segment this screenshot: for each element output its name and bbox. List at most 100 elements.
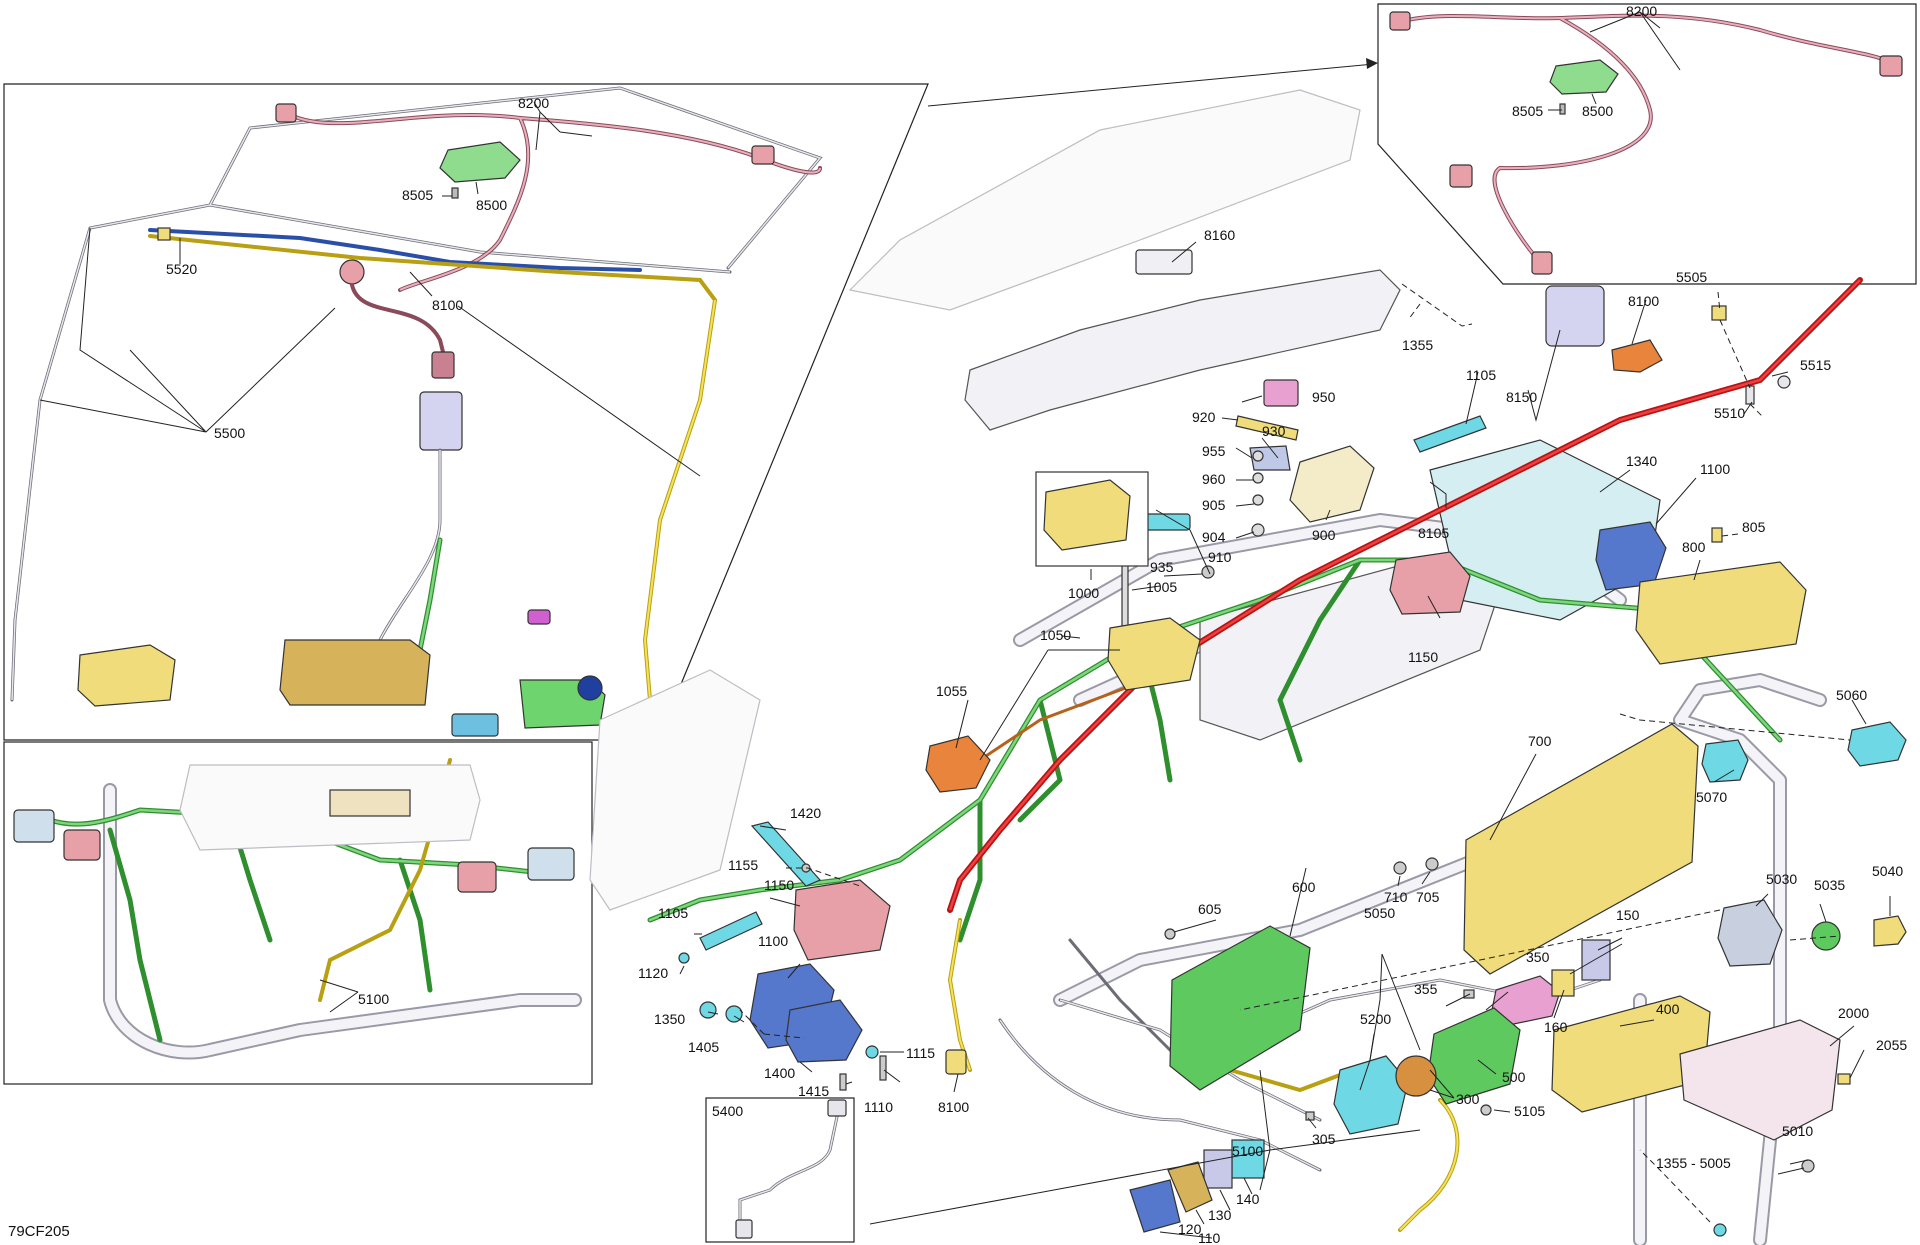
- part-110: [1129, 1179, 1181, 1233]
- front-harness-inset: [13, 758, 582, 1060]
- callout-905: 905: [1202, 497, 1226, 513]
- callout-8200-tr: 8200: [1626, 3, 1657, 19]
- callout-1155: 1155: [728, 857, 758, 873]
- part-305: [1305, 1111, 1315, 1121]
- callout-1355-top: 1355: [1402, 337, 1433, 353]
- part-8100-main: [945, 1049, 967, 1075]
- callout-8100-inset1: 8100: [432, 297, 463, 313]
- callout-920: 920: [1192, 409, 1216, 425]
- tr-connector-d: [1531, 251, 1553, 275]
- callout-labels: 8200 8505 8500 5520 8100 5500 8200 8505 …: [8, 3, 1907, 1245]
- callout-8505-tr: 8505: [1512, 103, 1543, 119]
- part-900: [1289, 445, 1375, 523]
- callout-1120: 1120: [638, 965, 668, 981]
- roof-brown-panel: [279, 639, 431, 706]
- drawing-code: 79CF205: [8, 1223, 70, 1240]
- module-8500-tr: [1549, 59, 1619, 95]
- part-705: [1425, 857, 1439, 871]
- callout-5035: 5035: [1814, 877, 1845, 893]
- inset-top-right-frame: [1377, 3, 1917, 285]
- callout-1115: 1115: [906, 1045, 935, 1061]
- callout-1105-top: 1105: [1466, 367, 1496, 383]
- connector-8100-roof: [431, 351, 455, 379]
- part-140: [1231, 1139, 1265, 1179]
- part-300: [1395, 1055, 1437, 1097]
- callout-8500-inset1: 8500: [476, 197, 507, 213]
- roof-harness-inset: [10, 86, 823, 737]
- part-1150-main: [793, 879, 891, 961]
- callout-1100-top: 1100: [1700, 461, 1730, 477]
- tr-connector-a: [1389, 11, 1411, 31]
- callout-1150-top: 1150: [1408, 649, 1438, 665]
- part-160: [1551, 969, 1575, 997]
- callout-120: 120: [1178, 1221, 1202, 1237]
- callout-5050: 5050: [1364, 905, 1395, 921]
- callout-8100-main-bottom: 8100: [938, 1099, 969, 1115]
- callout-5070: 5070: [1696, 789, 1727, 805]
- part-905: [1252, 494, 1264, 506]
- callout-2000: 2000: [1838, 1005, 1869, 1021]
- part-5040: [1873, 915, 1907, 947]
- inset-5400-frame: [705, 1097, 855, 1243]
- callout-605: 605: [1198, 901, 1222, 917]
- callout-1415: 1415: [798, 1083, 829, 1099]
- part-1415: [839, 1073, 847, 1091]
- part-1120: [678, 952, 690, 964]
- part-5105: [1480, 1104, 1492, 1116]
- callout-5500: 5500: [214, 425, 245, 441]
- callout-305: 305: [1312, 1131, 1336, 1147]
- callout-140: 140: [1236, 1191, 1260, 1207]
- front-connector-pink-l: [63, 829, 101, 861]
- callout-8160: 8160: [1204, 227, 1235, 243]
- callout-350: 350: [1526, 949, 1550, 965]
- part-1050: [1107, 617, 1201, 691]
- part-710: [1393, 861, 1407, 875]
- fastener-8505-roof: [451, 187, 459, 199]
- front-inset-tan-block: [329, 789, 411, 817]
- callout-5520: 5520: [166, 261, 197, 277]
- part-1000: [1043, 479, 1131, 551]
- part-700: [1463, 723, 1699, 975]
- tr-connector-c: [1449, 164, 1473, 188]
- callout-5100-inset: 5100: [358, 991, 389, 1007]
- callout-1405: 1405: [688, 1039, 719, 1055]
- roof-magenta-connector: [527, 609, 551, 625]
- roof-connector-right: [751, 145, 775, 165]
- callout-1400: 1400: [764, 1065, 795, 1081]
- callout-8150: 8150: [1506, 389, 1537, 405]
- dash-beam: [964, 269, 1401, 431]
- part-600: [1169, 925, 1311, 1091]
- callout-5515: 5515: [1800, 357, 1831, 373]
- part-5070: [1701, 739, 1749, 783]
- front-connector-teal-r: [527, 847, 575, 881]
- callout-600: 600: [1292, 879, 1316, 895]
- callout-5505: 5505: [1676, 269, 1707, 285]
- part-2055: [1837, 1073, 1851, 1085]
- callout-805: 805: [1742, 519, 1766, 535]
- callout-300: 300: [1456, 1091, 1480, 1107]
- callout-1420: 1420: [790, 805, 821, 821]
- part-950: [1263, 379, 1299, 407]
- roof-module-lavender: [419, 391, 463, 451]
- main-assembly: [589, 89, 1863, 1245]
- part-5060: [1847, 721, 1907, 767]
- dash-ghost-top: [848, 89, 1361, 311]
- callout-5200: 5200: [1360, 1011, 1391, 1027]
- callout-900: 900: [1312, 527, 1336, 543]
- callout-500: 500: [1502, 1069, 1526, 1085]
- callout-8505-inset1: 8505: [402, 187, 433, 203]
- part-5200: [1333, 1055, 1409, 1135]
- part-1115: [865, 1045, 879, 1059]
- callout-1005: 1005: [1146, 579, 1177, 595]
- callout-5510: 5510: [1714, 405, 1745, 421]
- part-1055: [925, 735, 991, 793]
- callout-160: 160: [1544, 1019, 1568, 1035]
- callout-8200-inset1: 8200: [518, 95, 549, 111]
- callout-5010: 5010: [1782, 1123, 1813, 1139]
- callout-355: 355: [1414, 981, 1438, 997]
- part-1105-main: [699, 911, 763, 951]
- part-5030: [1717, 899, 1783, 967]
- module-8500-roof: [439, 141, 521, 183]
- part-5505: [1711, 305, 1727, 321]
